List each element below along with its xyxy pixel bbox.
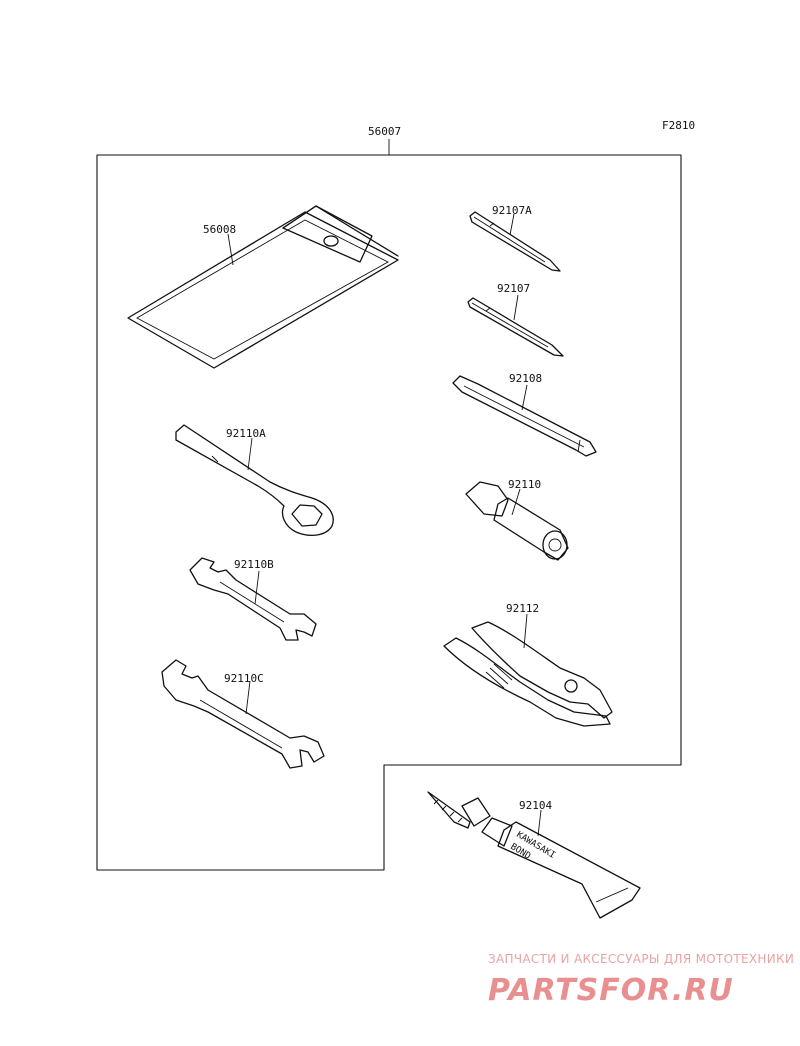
kit-outline: 56007	[96, 125, 682, 871]
tool-bag: 56008	[127, 205, 399, 369]
kit-number-label: 56007	[368, 125, 401, 138]
part-number-92110C: 92110C	[224, 672, 264, 685]
part-number-92107: 92107	[497, 282, 530, 295]
spanner-handle: 92108	[452, 372, 597, 457]
part-number-92104: 92104	[519, 799, 552, 812]
open-wrench-b: 92110B	[189, 557, 317, 641]
part-number-92110B: 92110B	[234, 558, 274, 571]
ring-wrench: 92110A	[175, 424, 334, 537]
part-number-92112: 92112	[506, 602, 539, 615]
watermark-brand: PARTSFOR.RU	[488, 973, 734, 1008]
watermark: ЗАПЧАСТИ И АКСЕССУАРЫ ДЛЯ МОТОТЕХНИКИ PA…	[488, 952, 794, 1008]
part-number-92108: 92108	[509, 372, 542, 385]
watermark-tagline: ЗАПЧАСТИ И АКСЕССУАРЫ ДЛЯ МОТОТЕХНИКИ	[488, 952, 794, 966]
screwdriver-bit: 92107	[467, 282, 564, 357]
socket-wrench: 92110	[465, 478, 569, 561]
bond-tube: KAWASAKI BOND 92104	[427, 791, 641, 919]
part-number-92110A: 92110A	[226, 427, 266, 440]
part-number-56008: 56008	[203, 223, 236, 236]
open-wrench-c: 92110C	[161, 659, 325, 769]
figure-code: F2810	[662, 119, 695, 132]
part-number-92107A: 92107A	[492, 204, 532, 217]
pliers: 92112	[443, 602, 613, 727]
screwdriver-bit-a: 92107A	[469, 204, 561, 272]
part-number-92110: 92110	[508, 478, 541, 491]
